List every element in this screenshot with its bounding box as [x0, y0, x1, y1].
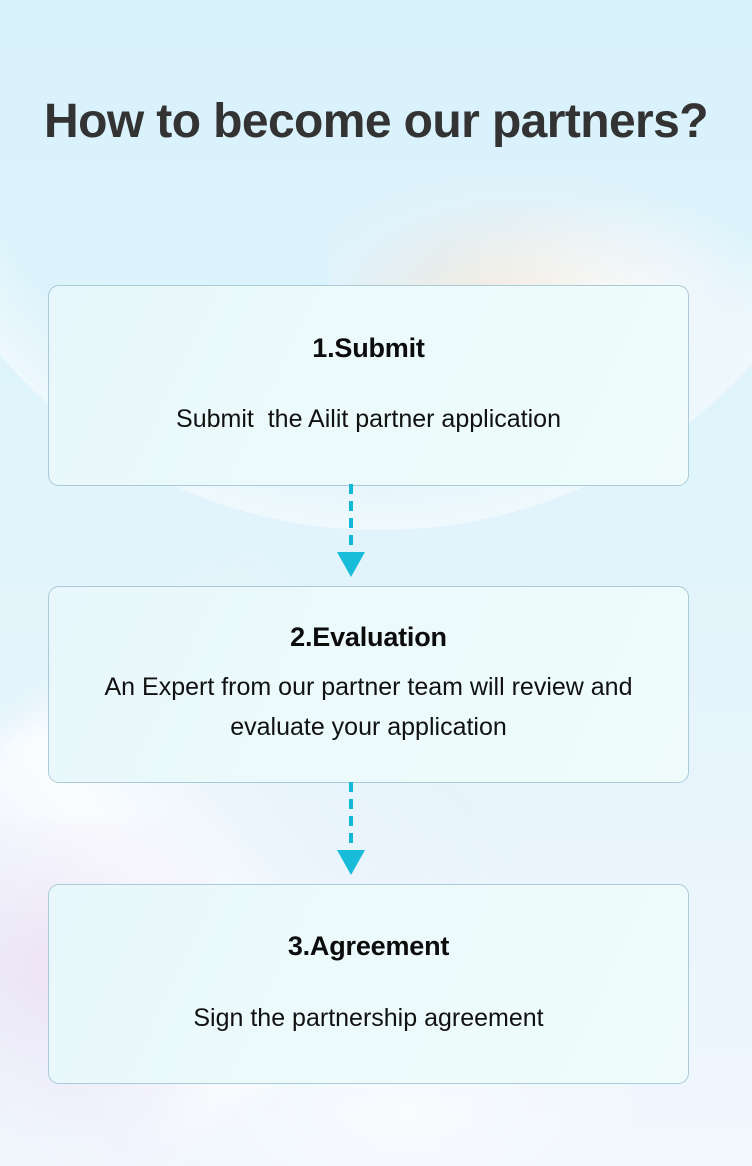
step-heading: 2.Evaluation: [290, 622, 447, 652]
step-heading: 1.Submit: [312, 332, 425, 363]
dashed-down-arrow-icon: [337, 782, 365, 880]
step-card-evaluation: 2.Evaluation An Expert from our partner …: [48, 586, 689, 783]
step-body: Submit the Ailit partner application: [176, 404, 561, 433]
page-title: How to become our partners?: [44, 95, 708, 148]
step-body: Sign the partnership agreement: [193, 1003, 544, 1032]
step-heading: 3.Agreement: [287, 930, 450, 961]
arrow-head-icon: [337, 552, 365, 577]
step-card-submit: 1.Submit Submit the Ailit partner applic…: [48, 285, 689, 486]
step-body: An Expert from our partner team will rev…: [104, 673, 640, 741]
dashed-line: [349, 484, 353, 556]
dashed-down-arrow-icon: [337, 484, 365, 582]
arrow-head-icon: [337, 850, 365, 875]
dashed-line: [349, 782, 353, 854]
step-card-agreement: 3.Agreement Sign the partnership agreeme…: [48, 884, 689, 1084]
